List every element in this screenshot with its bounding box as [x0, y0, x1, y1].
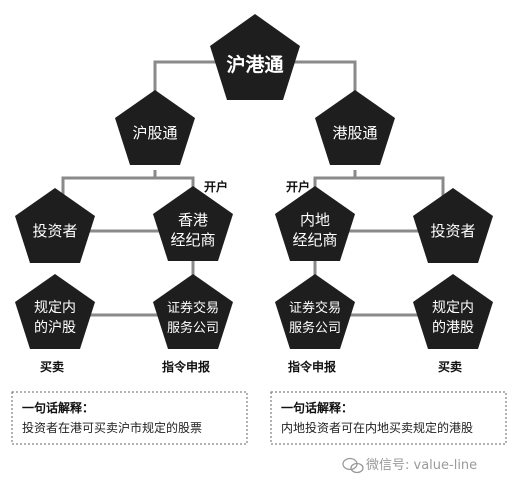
- wechat-icon: [342, 457, 364, 474]
- node-texts: 沪港通 沪股通 港股通 投资者 香港 经纪商 内地 经纪商 投资者 规定内 的沪…: [32, 53, 475, 336]
- node-mainland-broker-label-2: 经纪商: [292, 231, 337, 249]
- node-right-service-label-2: 服务公司: [289, 320, 341, 336]
- node-sh-stocks-shape: [15, 274, 95, 349]
- node-right-hub-label: 港股通: [332, 124, 377, 142]
- node-left-hub-shape: [115, 90, 195, 165]
- label-open-account-right: 开户: [286, 179, 310, 194]
- node-left-service-label-2: 服务公司: [167, 320, 219, 336]
- note-right-title: 一句话解释：: [281, 400, 353, 415]
- label-open-account-left: 开户: [204, 179, 228, 194]
- label-order-report-right: 指令申报: [288, 359, 336, 374]
- node-hk-stocks-label-2: 的港股: [432, 320, 474, 336]
- note-right-box: [270, 391, 507, 445]
- node-hk-stocks-label-1: 规定内: [432, 300, 474, 316]
- note-right-text: 内地投资者可在内地买卖规定的港股: [281, 420, 473, 435]
- label-buy-sell-right: 买卖: [438, 359, 462, 374]
- note-left-title: 一句话解释：: [22, 400, 94, 415]
- node-mainland-broker-label-1: 内地: [300, 211, 330, 229]
- node-left-service-shape: [153, 274, 233, 349]
- node-left-investor-label: 投资者: [32, 222, 77, 240]
- node-mainland-broker-shape: [275, 186, 355, 261]
- node-left-hub-label: 沪股通: [132, 124, 177, 142]
- edge-labels: 开户 开户 买卖 指令申报 指令申报 买卖: [40, 179, 462, 374]
- watermark-text: 微信号: value-line: [366, 458, 477, 473]
- connector-right-hub-to-investor: [355, 176, 445, 208]
- node-right-service-shape: [275, 274, 355, 349]
- node-right-service-label-1: 证券交易: [289, 300, 341, 316]
- node-right-investor-label: 投资者: [430, 222, 475, 240]
- note-left-text: 投资者在港可买卖沪市规定的股票: [22, 420, 202, 435]
- explanation-boxes: 一句话解释： 投资者在港可买卖沪市规定的股票 一句话解释： 内地投资者可在内地买…: [11, 391, 507, 445]
- node-sh-stocks-label-2: 的沪股: [34, 320, 76, 336]
- note-left-box: [11, 391, 248, 445]
- node-sh-stocks-label-1: 规定内: [34, 300, 76, 316]
- pentagon-nodes: [15, 14, 493, 349]
- node-top-label: 沪港通: [226, 53, 284, 76]
- node-top-shape: [210, 14, 300, 100]
- label-order-report-left: 指令申报: [162, 359, 210, 374]
- label-buy-sell-left: 买卖: [40, 359, 64, 374]
- node-left-investor-shape: [15, 188, 95, 263]
- node-right-investor-shape: [413, 188, 493, 263]
- node-right-hub-shape: [315, 90, 395, 165]
- node-hk-broker-label-2: 经纪商: [170, 231, 215, 249]
- connector-left-hub-to-investor: [61, 170, 157, 208]
- node-hk-stocks-shape: [413, 274, 493, 349]
- watermark: 微信号: value-line: [342, 457, 477, 474]
- node-hk-broker-label-1: 香港: [178, 211, 208, 229]
- node-hk-broker-shape: [153, 186, 233, 261]
- node-left-service-label-1: 证券交易: [167, 300, 219, 316]
